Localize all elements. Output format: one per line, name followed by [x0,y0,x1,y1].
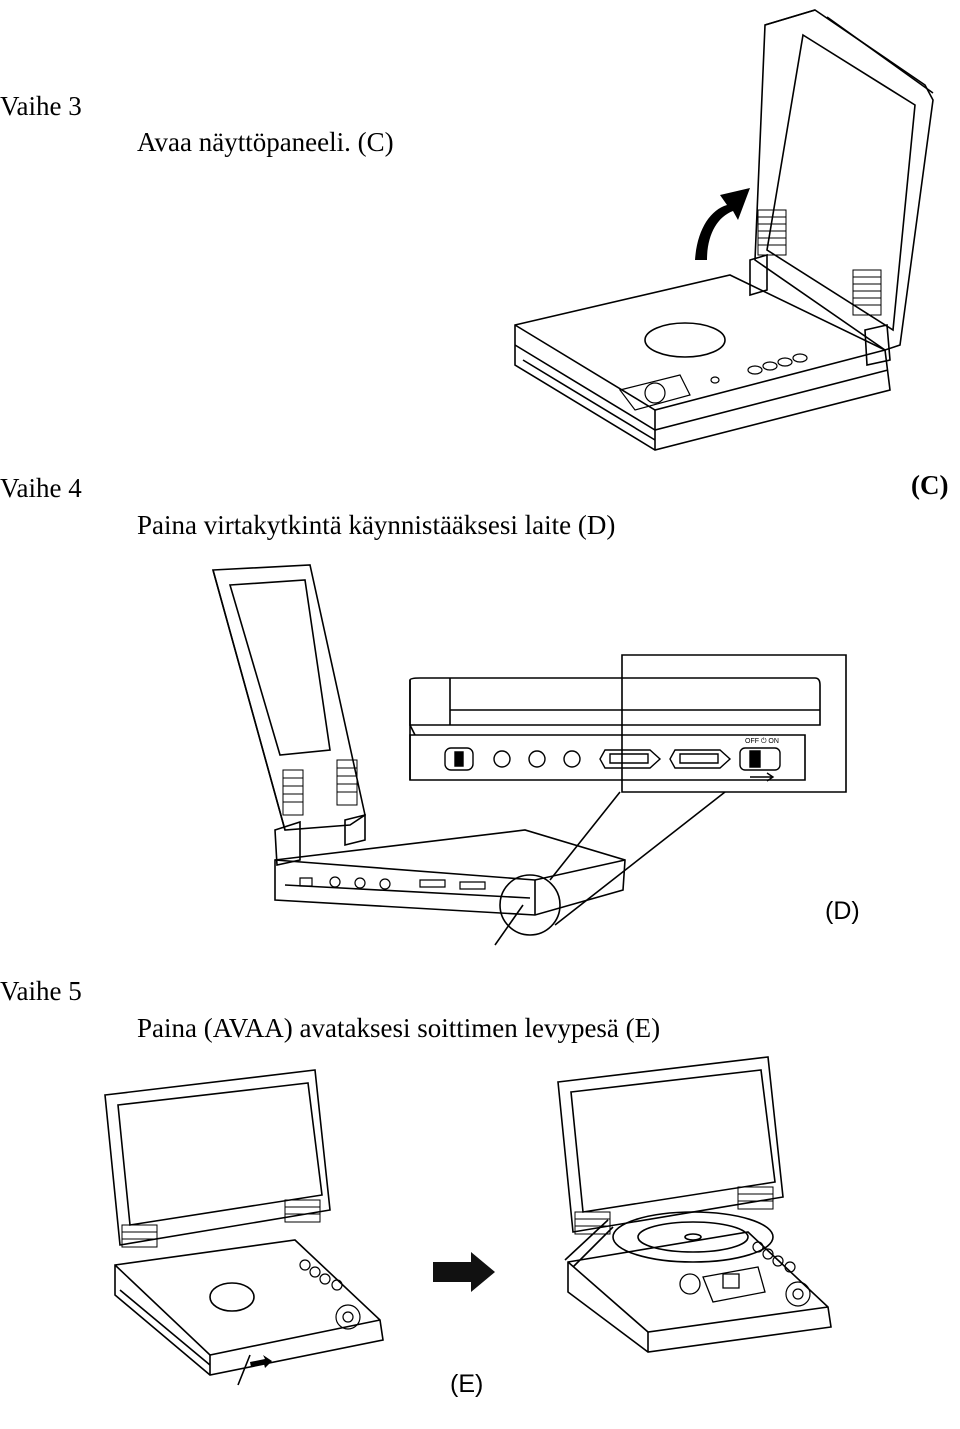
disc-icon [613,1212,773,1262]
control-buttons-icon [753,1242,810,1306]
figure-e-closed-player [100,1065,390,1385]
speaker-grille-icon [575,1187,773,1234]
figure-e-open-tray [553,1052,843,1362]
tray-mechanism-icon [680,1267,765,1302]
switch-label: OFF ⏻ ON [745,737,779,745]
figure-e-label: (E) [450,1370,484,1398]
step-3-label: Vaihe 3 [0,91,82,121]
speaker-grille-icon [122,1200,320,1247]
figure-c-open-screen [505,5,945,460]
open-arrow-icon [695,188,750,260]
slide-arrow-icon [250,1355,272,1368]
side-ports-icon [300,877,485,889]
transition-arrow-icon [433,1252,495,1292]
step-4-instruction: Paina virtakytkintä käynnistääksesi lait… [137,510,616,540]
figure-d-power-switch: OFF ⏻ ON [205,560,845,945]
closeup-controls-icon [445,748,780,781]
step-3-instruction: Avaa näyttöpaneeli. (C) [137,127,394,157]
step-5-label: Vaihe 5 [0,976,82,1006]
figure-c-label: (C) [911,470,949,500]
control-buttons-icon [300,1260,360,1329]
speaker-grille-icon [283,760,357,815]
step-4-label: Vaihe 4 [0,473,82,503]
speaker-grille-icon [758,210,881,315]
control-buttons-icon [620,354,807,410]
step-5-instruction: Paina (AVAA) avataksesi soittimen levype… [137,1013,661,1043]
figure-d-label: (D) [825,897,860,925]
